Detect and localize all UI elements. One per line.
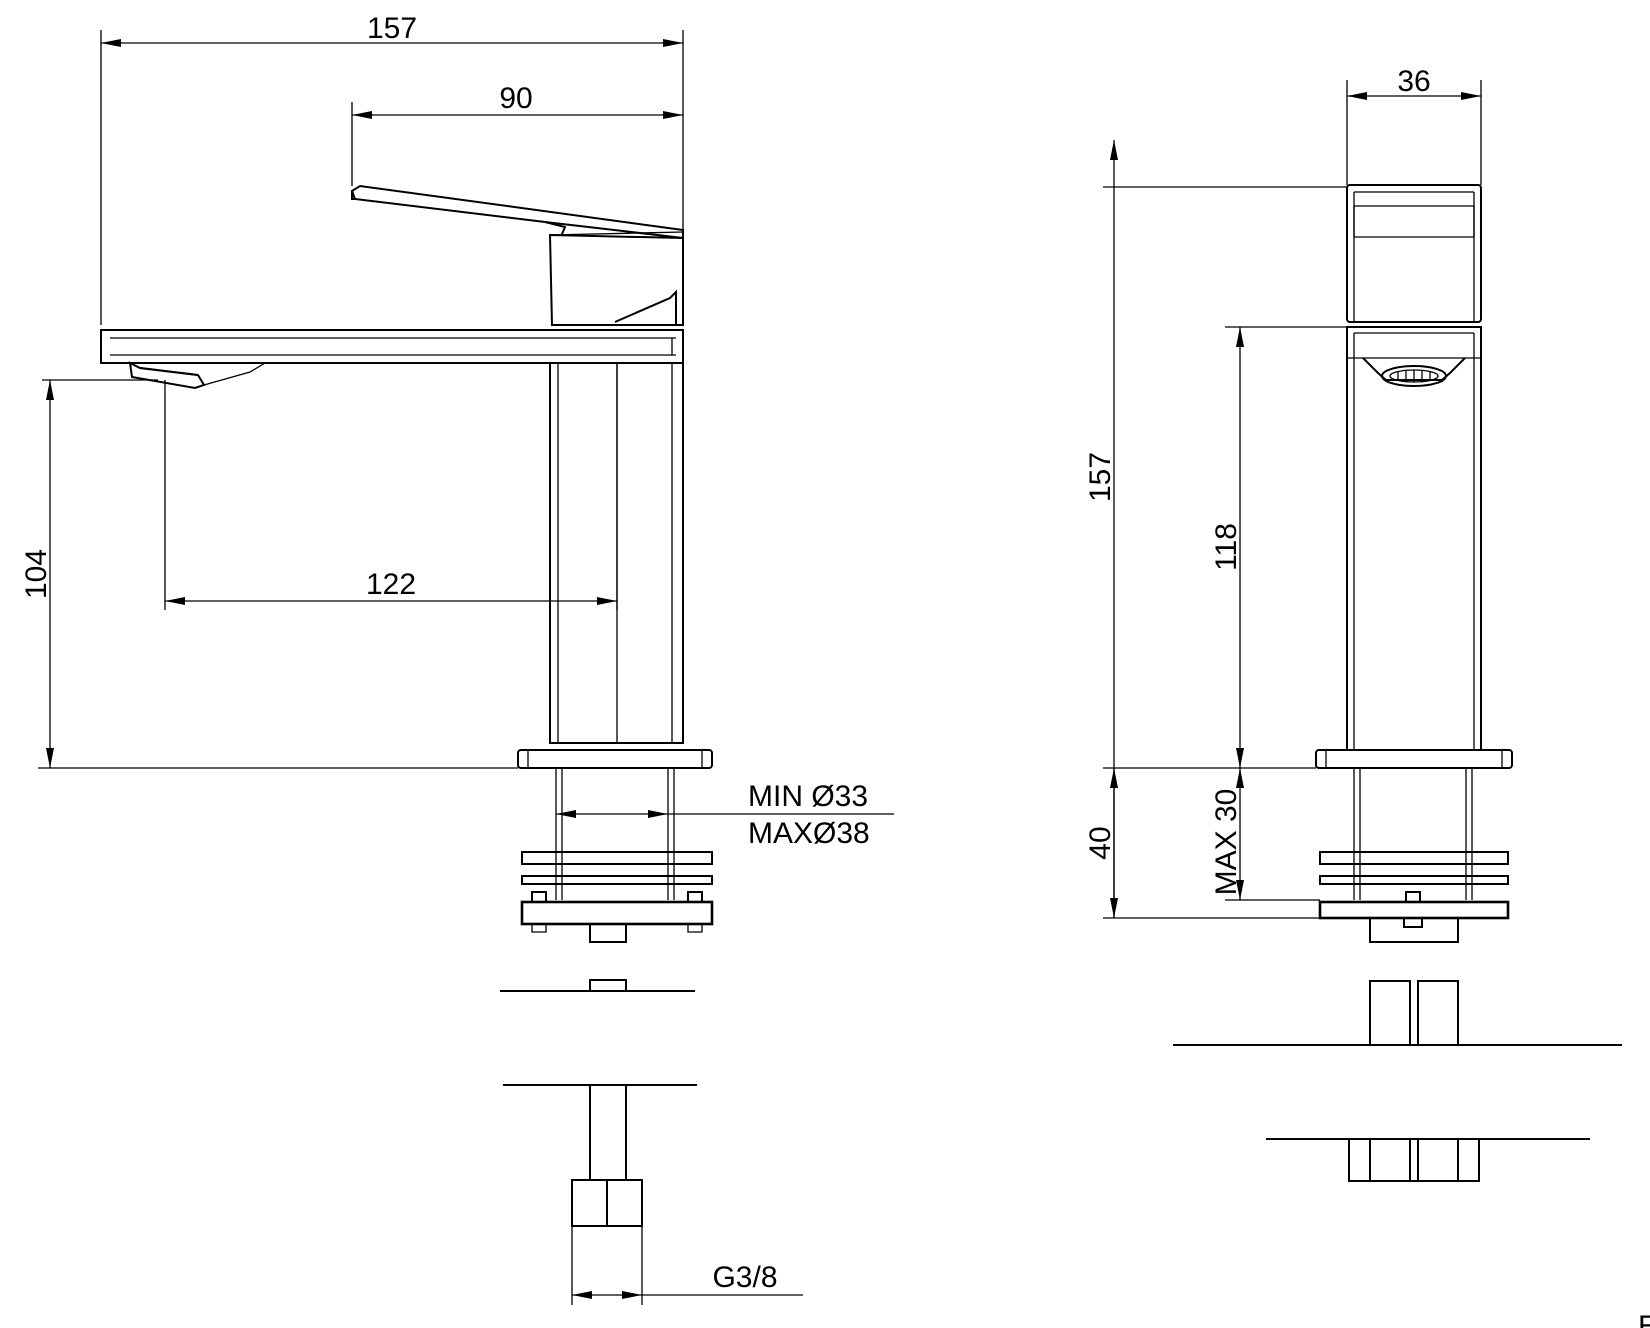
dim-label-thread: G3/8 [712, 1261, 777, 1294]
side-view: 36 157 118 40 MAX 30 [1084, 65, 1622, 1182]
side-lever-head [1346, 184, 1482, 323]
dim-label-reach: 122 [366, 568, 416, 601]
dim-label-spout-height: 104 [20, 549, 53, 599]
dim-label-max-deck: MAX 30 [1210, 789, 1243, 896]
dim-body-height: 118 [1210, 326, 1347, 768]
dim-label-fixing-depth: 40 [1084, 826, 1117, 859]
dim-reach: 122 [164, 363, 618, 610]
dim-label-overall-height: 157 [1084, 452, 1117, 502]
dim-label-body-height: 118 [1210, 523, 1243, 571]
spout [100, 324, 684, 364]
side-mounting-rods [1353, 768, 1473, 900]
corner-mark: E [1638, 1310, 1650, 1328]
fixing-washers [520, 851, 714, 943]
mounting-rods [555, 768, 675, 900]
dim-label-hole-min: MIN Ø33 [748, 780, 868, 813]
side-body [1346, 326, 1482, 751]
front-view: 157 90 122 104 MIN Ø33 MAXØ38 [20, 12, 894, 1305]
dim-hole-diameter: MIN Ø33 MAXØ38 [556, 780, 894, 850]
lever-body [548, 231, 684, 326]
supply-connector [500, 979, 697, 1305]
dim-thread: G3/8 [572, 1261, 803, 1299]
dim-label-hole-max: MAXØ38 [748, 817, 870, 850]
dim-label-spout-to-lever: 90 [499, 82, 532, 115]
dim-body-width: 36 [1346, 65, 1482, 185]
dim-max-deck: MAX 30 [1210, 768, 1320, 901]
side-aerator [1362, 357, 1466, 387]
dim-overall-length: 157 [100, 12, 684, 325]
side-fixing-washers [1318, 851, 1510, 943]
dim-label-body-width: 36 [1397, 65, 1430, 98]
base-plate [517, 749, 713, 769]
dim-label-overall-length: 157 [367, 12, 417, 45]
dim-spout-to-lever: 90 [351, 82, 683, 186]
dim-spout-height: 104 [20, 380, 518, 769]
aerator [42, 361, 266, 390]
side-base-plate [1315, 749, 1513, 769]
side-supply-connector [1173, 980, 1622, 1182]
dim-fixing-depth: 40 [1084, 768, 1320, 919]
lever-handle [350, 184, 684, 240]
